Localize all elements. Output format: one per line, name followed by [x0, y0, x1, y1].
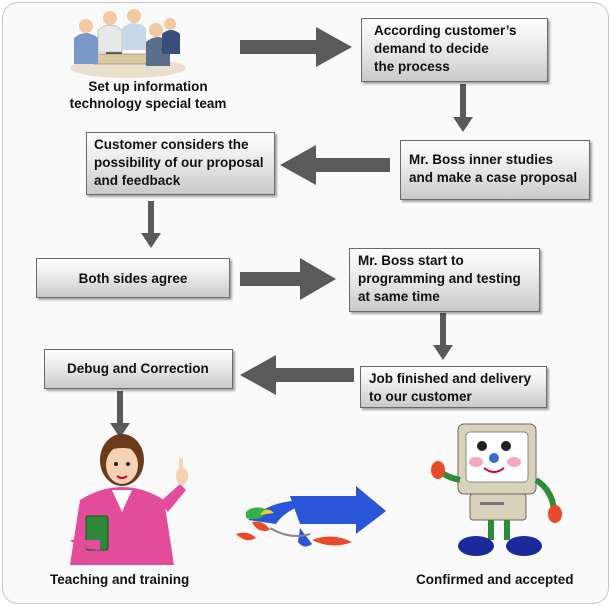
arrow-delivery-to-debug	[240, 355, 354, 395]
blue-arrow-illustration	[236, 486, 386, 547]
arrow-agree-to-programming	[240, 258, 336, 300]
step-delivery-label: Job finished and delivery to our custome…	[369, 371, 532, 404]
arrow-debug-to-training	[110, 391, 130, 438]
step-accepted-label: Confirmed and accepted	[416, 572, 574, 587]
arrow-feedback-to-agree	[141, 201, 161, 248]
step-debug-label: Debug and Correction	[67, 361, 209, 376]
teacher-illustration	[70, 434, 188, 565]
step-demand-box: According customer’s demand to decide th…	[361, 18, 548, 82]
step-proposal-label: Mr. Boss inner studies and make a case p…	[409, 152, 578, 185]
arrow-proposal-to-feedback	[280, 145, 390, 185]
step-demand-label: According customer’s demand to decide th…	[374, 23, 517, 74]
step-debug-box: Debug and Correction	[44, 349, 233, 389]
team-meeting-illustration	[70, 9, 186, 78]
step-feedback-label: Customer considers the possibility of ou…	[94, 137, 264, 188]
step-proposal-box: Mr. Boss inner studies and make a case p…	[400, 140, 590, 200]
arrow-demand-to-proposal	[453, 84, 473, 132]
step-training-label: Teaching and training	[50, 572, 190, 587]
arrow-team-to-demand	[240, 27, 352, 67]
step-delivery-box: Job finished and delivery to our custome…	[360, 366, 547, 408]
computer-mascot-illustration	[431, 423, 562, 556]
step-team-label: Set up information technology special te…	[69, 79, 227, 111]
step-programming-label: Mr. Boss start to programming and testin…	[358, 253, 521, 304]
step-programming-box: Mr. Boss start to programming and testin…	[349, 248, 540, 312]
step-agree-box: Both sides agree	[36, 258, 230, 298]
step-agree-label: Both sides agree	[78, 271, 188, 286]
step-feedback-box: Customer considers the possibility of ou…	[86, 132, 275, 195]
arrow-programming-to-delivery	[433, 313, 453, 360]
